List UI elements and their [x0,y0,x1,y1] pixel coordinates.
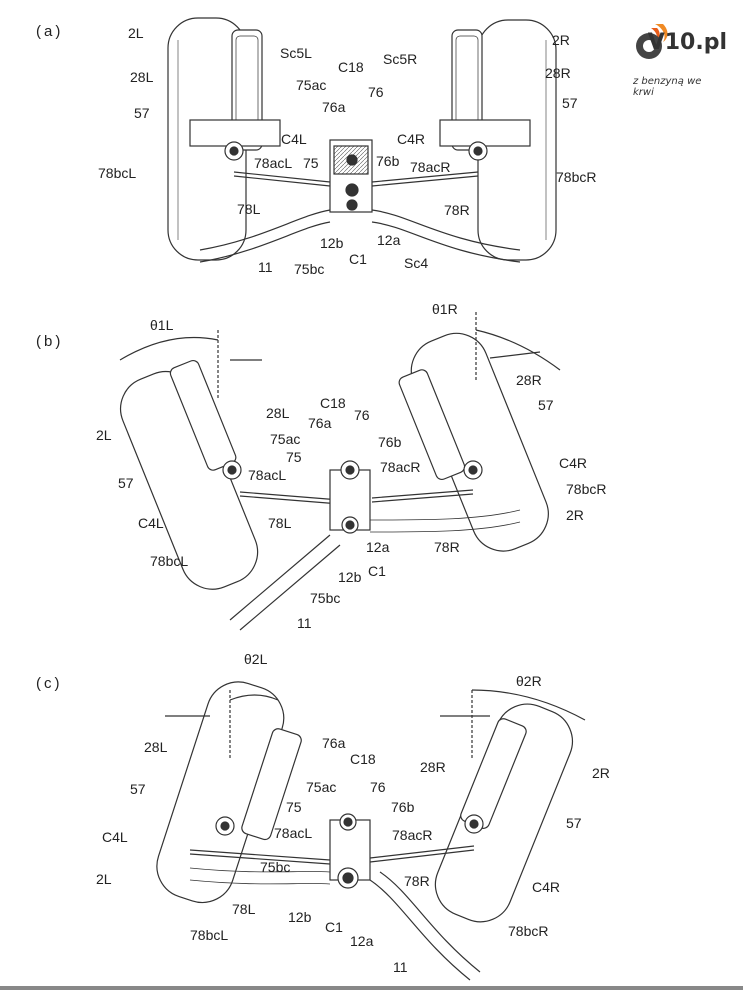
label: 75 [286,799,302,815]
label: C4R [532,879,560,895]
panel-a-letter: (a) [36,23,63,40]
label: 28L [266,405,290,421]
label: 28R [545,65,571,81]
label: 78acL [248,467,286,483]
label: 78bcL [190,927,228,943]
label: 57 [134,105,150,121]
label: C1 [349,251,367,267]
label: Sc5R [383,51,417,67]
label: 78R [404,873,430,889]
label: 76 [370,779,386,795]
label: C4R [559,455,587,471]
label: 28L [144,739,168,755]
label: C4L [281,131,307,147]
label: C1 [368,563,386,579]
label: C18 [320,395,346,411]
label: 57 [562,95,578,111]
label: 11 [393,959,408,975]
label: 78acL [274,825,312,841]
panel-a-labels: (a) 2L 2R 28L 28R 57 57 Sc5L C18 Sc5R 75… [36,23,596,277]
label: 76 [354,407,370,423]
label: 75bc [260,859,290,875]
label: 78L [268,515,292,531]
label: 2L [96,427,112,443]
label: 78bcR [566,481,606,497]
label: C4L [102,829,128,845]
label: 12b [338,569,362,585]
label: 2R [552,32,570,48]
panel-c [156,681,586,981]
label: 75bc [310,590,340,606]
bottom-divider [0,986,743,990]
label: 78acR [380,459,420,475]
label: 2R [592,765,610,781]
label: 75ac [306,779,336,795]
label: 11 [297,615,312,631]
panel-a [167,17,557,263]
label: 11 [258,259,273,275]
label: 78bcL [98,165,136,181]
label: θ2R [516,673,542,689]
label: 75ac [270,431,300,447]
label: 28L [130,69,154,85]
label: Sc4 [404,255,428,271]
label: θ1L [150,317,174,333]
label: 78L [237,201,261,217]
panel-c-labels: (c) θ2L θ2R 76a C18 28L 28R 2R 57 75ac 7… [36,651,610,975]
tyre-flame-icon [636,24,668,59]
label: 2R [566,507,584,523]
label: 76b [376,153,400,169]
label: 76b [378,434,402,450]
label: 78R [444,202,470,218]
label: 57 [118,475,134,491]
label: 57 [566,815,582,831]
label: 75 [286,449,302,465]
site-logo[interactable]: V10.pl z benzyną we krwi [633,8,733,98]
label: 28R [516,372,542,388]
panel-b-letter: (b) [36,333,63,350]
label: 12b [288,909,312,925]
label: θ1R [432,301,458,317]
label: 78acL [254,155,292,171]
label: 78R [434,539,460,555]
label: C4L [138,515,164,531]
label: 57 [130,781,146,797]
label: 28R [420,759,446,775]
label: 78acR [410,159,450,175]
logo-tagline: z benzyną we krwi [633,76,702,98]
label: 78bcL [150,553,188,569]
label: 75 [303,155,319,171]
label: C18 [350,751,376,767]
label: 76a [322,735,346,751]
label: 12a [377,232,401,248]
label: 12b [320,235,344,251]
label: θ2L [244,651,268,667]
label: C4R [397,131,425,147]
label: 78bcR [556,169,596,185]
label: 76a [308,415,332,431]
label: 76a [322,99,346,115]
label: 76b [391,799,415,815]
panel-c-letter: (c) [36,675,63,692]
logo-brand: V10.pl [647,30,727,55]
label: 2L [128,25,144,41]
label: 75ac [296,77,326,93]
panel-b-labels: (b) θ1L θ1R 2L 28L C18 76 76a 28R 57 75a… [36,301,606,631]
label: 78L [232,901,256,917]
label: 12a [350,933,374,949]
label: Sc5L [280,45,312,61]
panel-b [119,312,561,631]
label: 12a [366,539,390,555]
label: C1 [325,919,343,935]
label: 76 [368,84,384,100]
label: 78acR [392,827,432,843]
label: 78bcR [508,923,548,939]
label: C18 [338,59,364,75]
label: 57 [538,397,554,413]
label: 2L [96,871,112,887]
label: 75bc [294,261,324,277]
